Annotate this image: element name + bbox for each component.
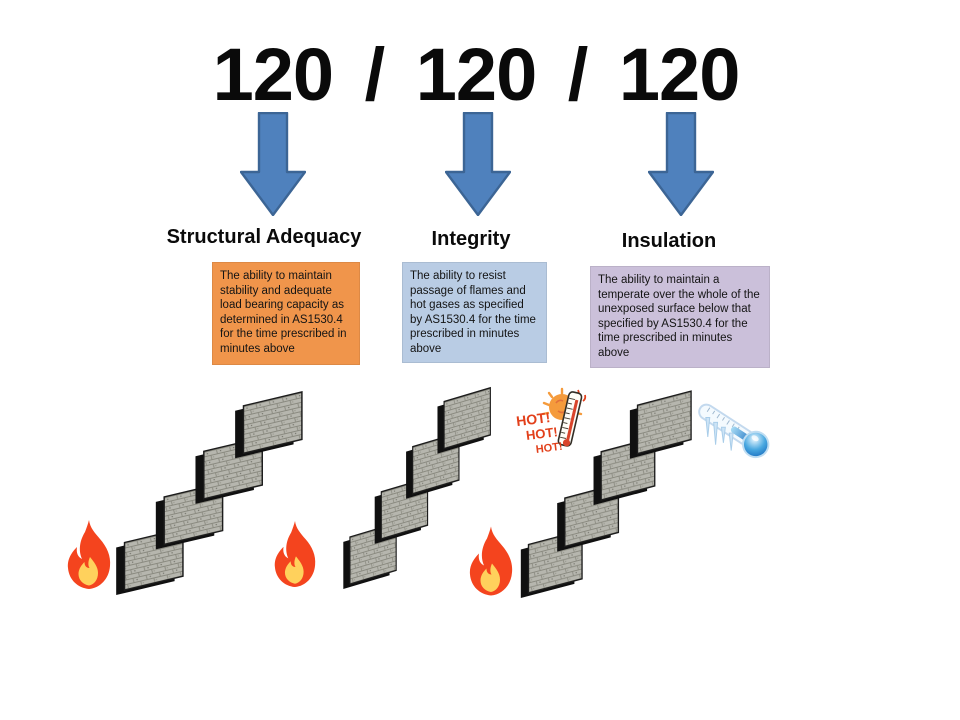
description-box-structural-adequacy: The ability to maintain stability and ad… (212, 262, 360, 365)
fire-icon (274, 521, 316, 588)
column-heading-insulation: Insulation (621, 230, 717, 252)
frozen-thermometer-icon (698, 403, 770, 459)
down-arrow-shape (240, 112, 306, 216)
frozen-tube (698, 403, 770, 459)
column-heading-integrity: Integrity (431, 228, 511, 250)
fire-icon (67, 520, 111, 589)
down-arrow-shape (648, 112, 714, 216)
thermometer-tube (557, 391, 583, 447)
down-arrow-icon (240, 112, 306, 216)
fire-icon (469, 526, 513, 596)
down-arrow-shape (445, 112, 511, 216)
icicles-shape (705, 416, 734, 451)
hot-label: HOT! (525, 424, 558, 443)
hot-thermometer-icon: HOT! HOT! HOT! (516, 387, 587, 456)
hot-label: HOT! (535, 441, 563, 456)
page-title: 120 / 120 / 120 (212, 33, 741, 116)
down-arrow-icon (648, 112, 714, 216)
description-box-insulation: The ability to maintain a temperate over… (590, 266, 770, 368)
column-heading-structural-adequacy: Structural Adequacy (166, 226, 362, 248)
description-box-integrity: The ability to resist passage of flames … (402, 262, 547, 363)
down-arrow-icon (445, 112, 511, 216)
hot-label: HOT! (516, 409, 551, 429)
